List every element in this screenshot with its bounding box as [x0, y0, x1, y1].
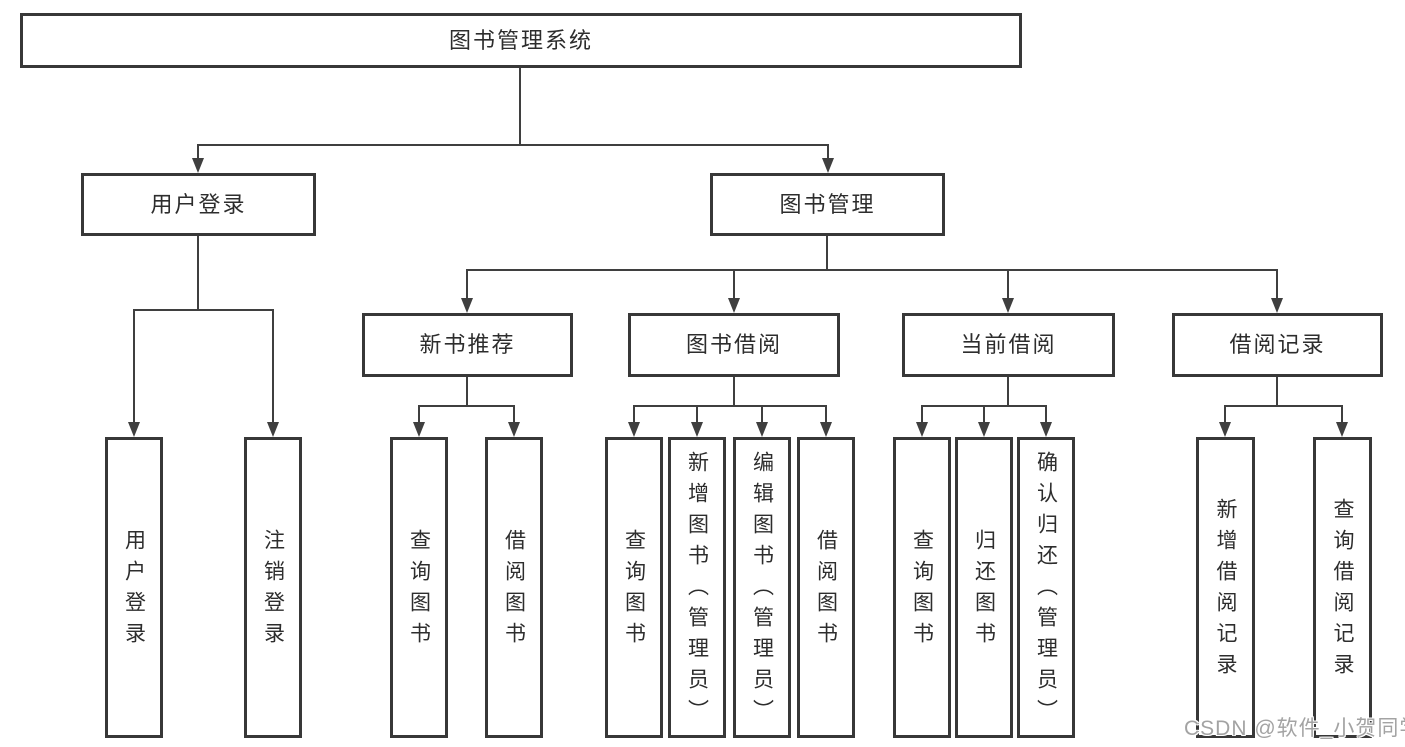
leaf-add-books-admin: 新增图书（管理员）: [668, 437, 726, 738]
connector-book-borrow-horizontal: [633, 405, 827, 407]
leaf-user-login: 用户登录: [105, 437, 163, 738]
connector-to-leaf: [418, 405, 420, 424]
arrowhead-down-icon: [628, 422, 640, 437]
arrowhead-down-icon: [822, 158, 834, 173]
leaf-query-books-current: 查询图书: [893, 437, 951, 738]
connector-level3-horizontal: [466, 269, 1278, 271]
connector-to-leaf: [1341, 405, 1343, 424]
connector-new-book-trunk: [466, 377, 468, 406]
connector-to-leaf: [983, 405, 985, 424]
connector-to-leaf: [825, 405, 827, 424]
connector-level2-horizontal: [197, 144, 829, 146]
node-user-login: 用户登录: [81, 173, 316, 236]
connector-user-login-trunk: [197, 236, 199, 311]
connector-to-user-login: [197, 144, 199, 160]
leaf-add-borrow-record: 新增借阅记录: [1196, 437, 1255, 738]
node-book-management: 图书管理: [710, 173, 945, 236]
leaf-return-books: 归还图书: [955, 437, 1013, 738]
leaf-query-books-recommend: 查询图书: [390, 437, 448, 738]
arrowhead-down-icon: [978, 422, 990, 437]
connector-to-leaf: [1224, 405, 1226, 424]
connector-to-leaf: [513, 405, 515, 424]
csdn-watermark: CSDN @软件_小贺同学: [1184, 717, 1405, 740]
connector-to-book-management: [827, 144, 829, 160]
arrowhead-down-icon: [1219, 422, 1231, 437]
arrowhead-down-icon: [756, 422, 768, 437]
connector-book-management-trunk: [826, 236, 828, 271]
connector-to-leaf: [921, 405, 923, 424]
leaf-confirm-return-admin: 确认归还（管理员）: [1017, 437, 1075, 738]
node-borrowing-records: 借阅记录: [1172, 313, 1383, 377]
arrowhead-down-icon: [508, 422, 520, 437]
leaf-query-books-borrowing: 查询图书: [605, 437, 663, 738]
node-book-borrowing: 图书借阅: [628, 313, 840, 377]
leaf-edit-books-admin: 编辑图书（管理员）: [733, 437, 791, 738]
connector-user-login-horizontal: [133, 309, 274, 311]
leaf-borrow-books-recommend: 借阅图书: [485, 437, 543, 738]
arrowhead-down-icon: [461, 298, 473, 313]
connector-to-leaf-logout: [272, 309, 274, 425]
connector-to-leaf: [1045, 405, 1047, 424]
node-new-book-recommend: 新书推荐: [362, 313, 573, 377]
connector-borrow-records-horizontal: [1224, 405, 1343, 407]
leaf-query-borrow-record: 查询借阅记录: [1313, 437, 1372, 738]
arrowhead-down-icon: [1336, 422, 1348, 437]
connector-to-borrow-records: [1276, 269, 1278, 300]
connector-to-leaf: [696, 405, 698, 424]
connector-borrow-records-trunk: [1276, 377, 1278, 406]
arrowhead-down-icon: [691, 422, 703, 437]
node-root-library-management-system: 图书管理系统: [20, 13, 1022, 68]
arrowhead-down-icon: [728, 298, 740, 313]
arrowhead-down-icon: [820, 422, 832, 437]
node-current-borrowing: 当前借阅: [902, 313, 1115, 377]
connector-to-leaf-user-login: [133, 309, 135, 425]
arrowhead-down-icon: [128, 422, 140, 437]
connector-root-trunk: [519, 68, 521, 146]
arrowhead-down-icon: [1040, 422, 1052, 437]
arrowhead-down-icon: [413, 422, 425, 437]
arrowhead-down-icon: [1002, 298, 1014, 313]
arrowhead-down-icon: [916, 422, 928, 437]
connector-new-book-horizontal: [418, 405, 515, 407]
connector-to-leaf: [633, 405, 635, 424]
connector-to-current-borrow: [1007, 269, 1009, 300]
arrowhead-down-icon: [192, 158, 204, 173]
leaf-logout: 注销登录: [244, 437, 302, 738]
connector-to-new-book: [466, 269, 468, 300]
connector-current-borrow-trunk: [1007, 377, 1009, 406]
connector-to-leaf: [761, 405, 763, 424]
arrowhead-down-icon: [267, 422, 279, 437]
leaf-borrow-books-borrowing: 借阅图书: [797, 437, 855, 738]
connector-to-book-borrow: [733, 269, 735, 300]
arrowhead-down-icon: [1271, 298, 1283, 313]
connector-book-borrow-trunk: [733, 377, 735, 406]
